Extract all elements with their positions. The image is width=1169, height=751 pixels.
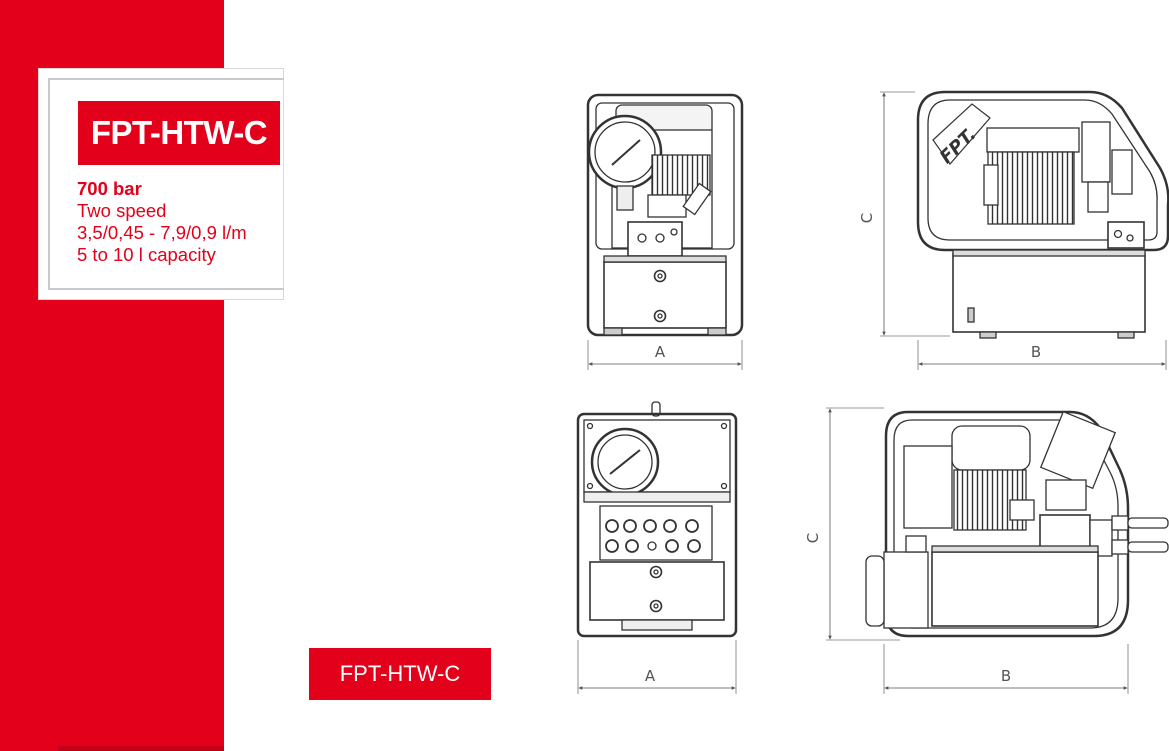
spec-list: 700 bar Two speed 3,5/0,45 - 7,9/0,9 l/m… [77, 178, 247, 266]
drawing-side-top [880, 90, 1169, 370]
spec-speed: Two speed [77, 200, 167, 221]
drawing-side-bottom [826, 407, 1169, 694]
dim-label-b-bottom: B [1001, 667, 1011, 685]
drawing-front-top [586, 93, 744, 370]
dim-label-a-bottom: A [645, 667, 656, 685]
dim-label-b-top: B [1031, 343, 1041, 361]
spec-card-frame [48, 78, 284, 290]
dim-label-c-top: C [858, 213, 876, 223]
bottom-accent-line [58, 746, 224, 751]
spec-flow: 3,5/0,45 - 7,9/0,9 l/m [77, 222, 247, 243]
product-title: FPT-HTW-C [78, 101, 280, 165]
drawing-front-bottom [576, 401, 738, 694]
spec-capacity: 5 to 10 l capacity [77, 244, 216, 265]
model-tag: FPT-HTW-C [309, 648, 491, 700]
dim-label-a-top: A [655, 343, 666, 361]
spec-pressure: 700 bar [77, 178, 142, 199]
dim-label-c-bottom: C [804, 533, 822, 543]
